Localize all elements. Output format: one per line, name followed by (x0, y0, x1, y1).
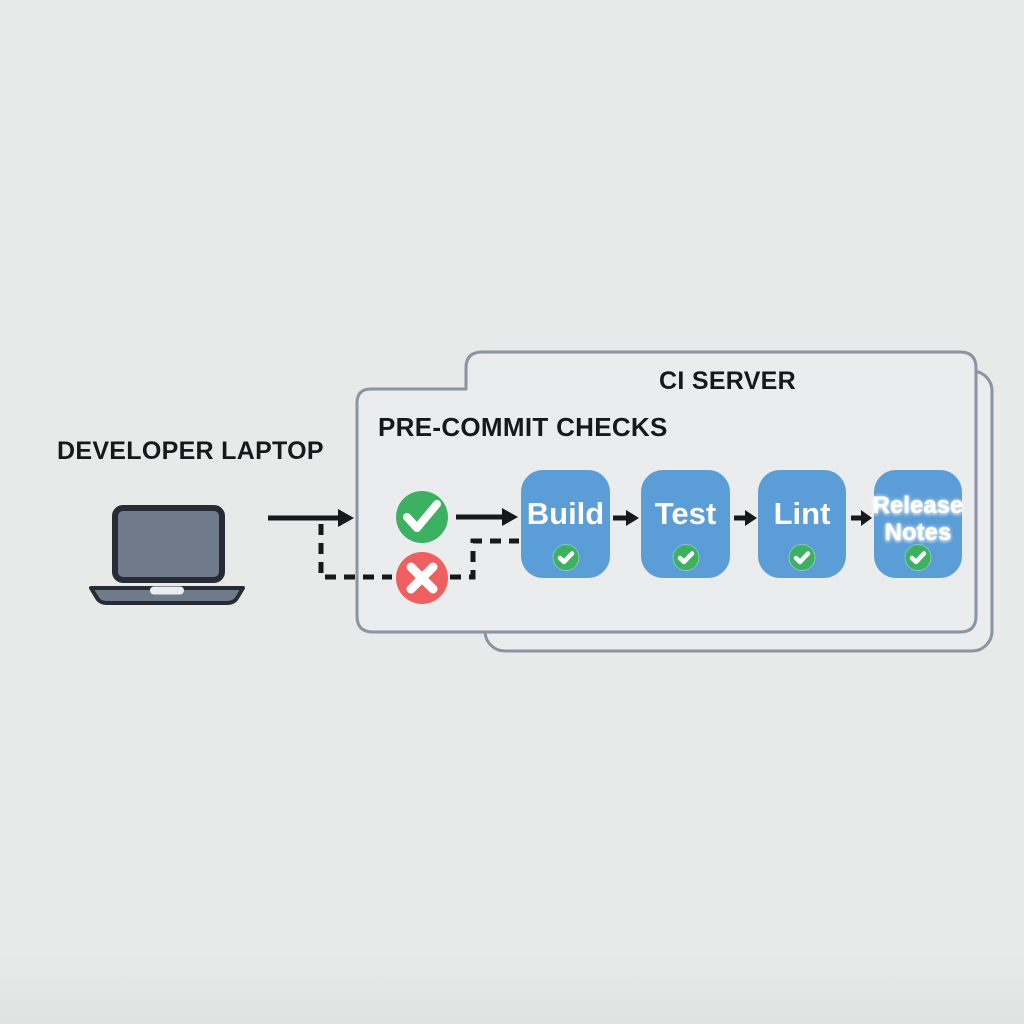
developer-laptop-label: DEVELOPER LAPTOP (57, 437, 324, 465)
check-icon (904, 544, 932, 571)
stage-arrow-build-test (613, 510, 639, 526)
stage-release-notes-label: Release Notes (872, 492, 964, 546)
fail-dashed-path-out (450, 538, 519, 580)
stage-test-label: Test (654, 496, 717, 531)
check-icon (552, 544, 579, 571)
check-icon (788, 544, 816, 571)
stage-arrow-lint-release (851, 510, 872, 526)
pre-commit-title: PRE-COMMIT CHECKS (378, 412, 668, 442)
check-icon (672, 544, 699, 571)
commit-arrow (268, 509, 354, 527)
stage-lint-label: Lint (773, 496, 831, 531)
stage-arrow-test-lint (734, 510, 757, 526)
stage-lint: Lint (758, 470, 846, 578)
ci-server-title: CI SERVER (659, 367, 797, 395)
fail-x-icon (396, 552, 448, 604)
fail-dashed-path-in (318, 524, 392, 580)
stage-release-notes: Release Notes (873, 470, 963, 578)
pass-arrow (456, 508, 518, 526)
stage-test: Test (641, 470, 730, 578)
pass-check-icon (396, 491, 448, 543)
laptop-icon (89, 505, 245, 605)
stage-build-label: Build (526, 496, 605, 531)
stage-build: Build (521, 470, 610, 578)
